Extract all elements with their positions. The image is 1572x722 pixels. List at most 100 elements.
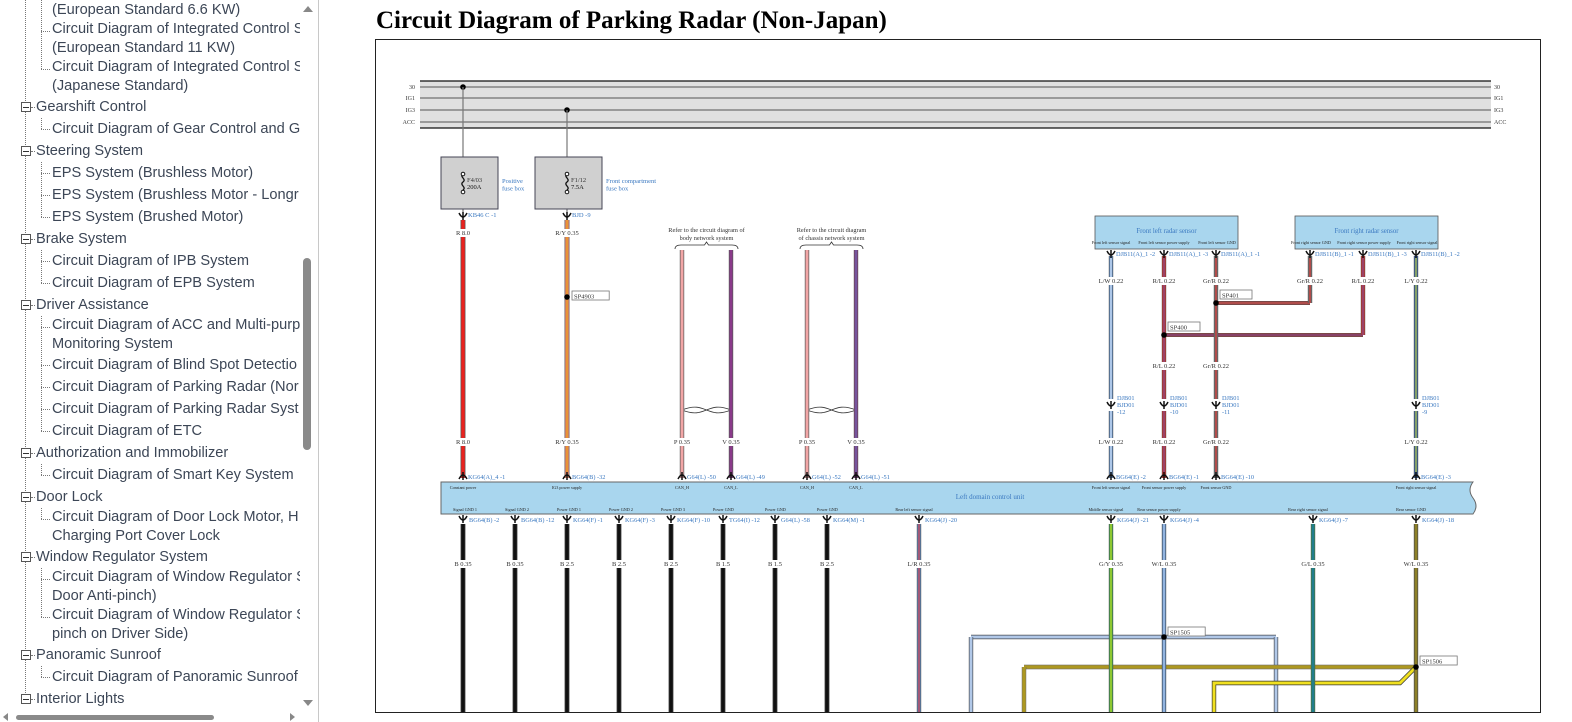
fuse-rating: 200A <box>467 184 482 191</box>
connector-label: KB46 C -1 <box>468 212 497 219</box>
tree-item[interactable]: EPS System (Brushless Motor - Longr <box>0 184 300 206</box>
fuse-box <box>440 156 499 210</box>
collapse-minus-icon[interactable] <box>21 694 31 704</box>
collapse-minus-icon[interactable] <box>21 146 31 156</box>
connector-label: DJB11(B)_1 -3 <box>1368 251 1407 258</box>
scroll-right-arrow-icon[interactable] <box>290 713 295 721</box>
fuse-terminal <box>564 171 570 177</box>
ecu-pin-name: Power GND <box>817 507 838 512</box>
wire-label: B 1.5 <box>768 561 782 568</box>
collapse-minus-icon[interactable] <box>21 492 31 502</box>
bus-label-right: 30 <box>1494 85 1500 91</box>
tree-item[interactable]: Circuit Diagram of Smart Key System <box>0 464 300 486</box>
tree-connector <box>41 475 50 476</box>
vertical-scroll-thumb[interactable] <box>303 258 311 450</box>
tree-item[interactable]: Circuit Diagram of Integrated Control S(… <box>0 0 300 20</box>
tree-item[interactable]: Circuit Diagram of Integrated Control S(… <box>0 20 300 58</box>
twisted-pair-icon <box>806 406 857 414</box>
splice-tag <box>1167 626 1206 637</box>
connector-label: DJB11(A)_1 -1 <box>1221 251 1260 258</box>
scroll-left-arrow-icon[interactable] <box>3 713 8 721</box>
ecu-pin-name: Rear left sensor signal <box>895 507 933 512</box>
ecu-pin-name: CAN_L <box>724 485 738 490</box>
ecu-pin-name: Power GND 1 <box>557 507 581 512</box>
tree-category[interactable]: Door Lock <box>0 486 300 508</box>
horizontal-scroll-thumb[interactable] <box>16 715 214 720</box>
label-bg <box>1294 277 1326 285</box>
tree-category[interactable]: Interior Lights <box>0 688 300 710</box>
tree-item[interactable]: Circuit Diagram of Blind Spot Detectio <box>0 354 300 376</box>
sensor-pin-name: Front left sensor power supply <box>1138 240 1190 245</box>
fuse-rating: 7.5A <box>571 184 584 191</box>
scroll-up-arrow-icon[interactable] <box>303 6 313 12</box>
bus-label-right: IG3 <box>1494 108 1503 114</box>
splice-tag <box>1219 289 1253 300</box>
label-bg <box>447 560 479 568</box>
ecu-pin-name: IG3 power supply <box>552 485 583 490</box>
network-note: body network system <box>680 235 734 242</box>
collapse-minus-icon[interactable] <box>21 448 31 458</box>
collapse-minus-icon[interactable] <box>21 650 31 660</box>
tree-item[interactable]: Circuit Diagram of EPB System <box>0 272 300 294</box>
tree-category[interactable]: Steering System <box>0 140 300 162</box>
tree-item[interactable]: Circuit Diagram of IPB System <box>0 250 300 272</box>
tree-item-label: Circuit Diagram of EPB System <box>52 274 255 291</box>
tree-category[interactable]: Window Regulator System <box>0 546 300 568</box>
label-bg <box>840 438 872 446</box>
collapse-minus-icon[interactable] <box>21 300 31 310</box>
wire-label: Gr/R 0.22 <box>1203 439 1229 446</box>
tree-item[interactable]: Circuit Diagram of Panoramic Sunroof <box>0 666 300 688</box>
network-note: of chassis network system <box>799 235 865 242</box>
splice-dot <box>1161 634 1167 640</box>
tree-category[interactable]: Brake System <box>0 228 300 250</box>
splice-label: SP1505 <box>1170 630 1190 637</box>
tree-item-label: Circuit Diagram of ACC and Multi-purp <box>52 317 300 333</box>
tree-item-label: (Japanese Standard) <box>52 78 189 94</box>
tree-item-label: Monitoring System <box>52 336 173 352</box>
tree-category[interactable]: Authorization and Immobilizer <box>0 442 300 464</box>
twisted-pair-icon <box>681 406 732 414</box>
label-bg <box>1400 560 1432 568</box>
tree-category[interactable]: Driver Assistance <box>0 294 300 316</box>
tree-item[interactable]: Circuit Diagram of Parking Radar (Nor <box>0 376 300 398</box>
tree-item[interactable]: EPS System (Brushed Motor) <box>0 206 300 228</box>
scroll-down-arrow-icon[interactable] <box>303 700 313 706</box>
tree-item-label: Gearshift Control <box>36 98 147 115</box>
connector-label: G64(L) -51 <box>861 474 890 481</box>
wire-label: B 2.5 <box>664 561 678 568</box>
label-bg <box>447 438 479 446</box>
tree-connector <box>31 239 35 240</box>
tree-connector <box>41 261 42 272</box>
tree-connector <box>41 316 42 327</box>
tree-item-label: pinch on Driver Side) <box>52 626 189 642</box>
tree-category[interactable]: Gearshift Control <box>0 96 300 118</box>
connector-label: KG64(M) -1 <box>833 517 865 524</box>
collapse-minus-icon[interactable] <box>21 552 31 562</box>
tree-item[interactable]: EPS System (Brushless Motor) <box>0 162 300 184</box>
ecu-pin-name: Front left sensor signal <box>1092 485 1131 490</box>
label-bg <box>551 229 583 237</box>
tree-connector <box>41 606 42 617</box>
tree-item[interactable]: Circuit Diagram of Integrated Control S(… <box>0 58 300 96</box>
connector-label: BG64(E) -10 <box>1221 474 1254 481</box>
label-bg <box>447 229 479 237</box>
tree-connector <box>41 666 42 677</box>
connector-label: DJB01 <box>1117 395 1135 402</box>
tree-item[interactable]: Circuit Diagram of Parking Radar Syst <box>0 398 300 420</box>
tree-item[interactable]: Circuit Diagram of ETC <box>0 420 300 442</box>
collapse-minus-icon[interactable] <box>21 102 31 112</box>
tree-item[interactable]: Circuit Diagram of Gear Control and G <box>0 118 300 140</box>
wire-label: L/Y 0.22 <box>1404 278 1427 285</box>
tree-category[interactable]: Panoramic Sunroof <box>0 644 300 666</box>
brace <box>674 241 739 250</box>
sidebar-horizontal-scrollbar[interactable] <box>0 712 315 722</box>
tree-item-label: Circuit Diagram of IPB System <box>52 252 250 269</box>
collapse-minus-icon[interactable] <box>21 234 31 244</box>
sidebar-vertical-scrollbar[interactable] <box>300 0 315 712</box>
splice-label: SP400 <box>1170 325 1187 332</box>
